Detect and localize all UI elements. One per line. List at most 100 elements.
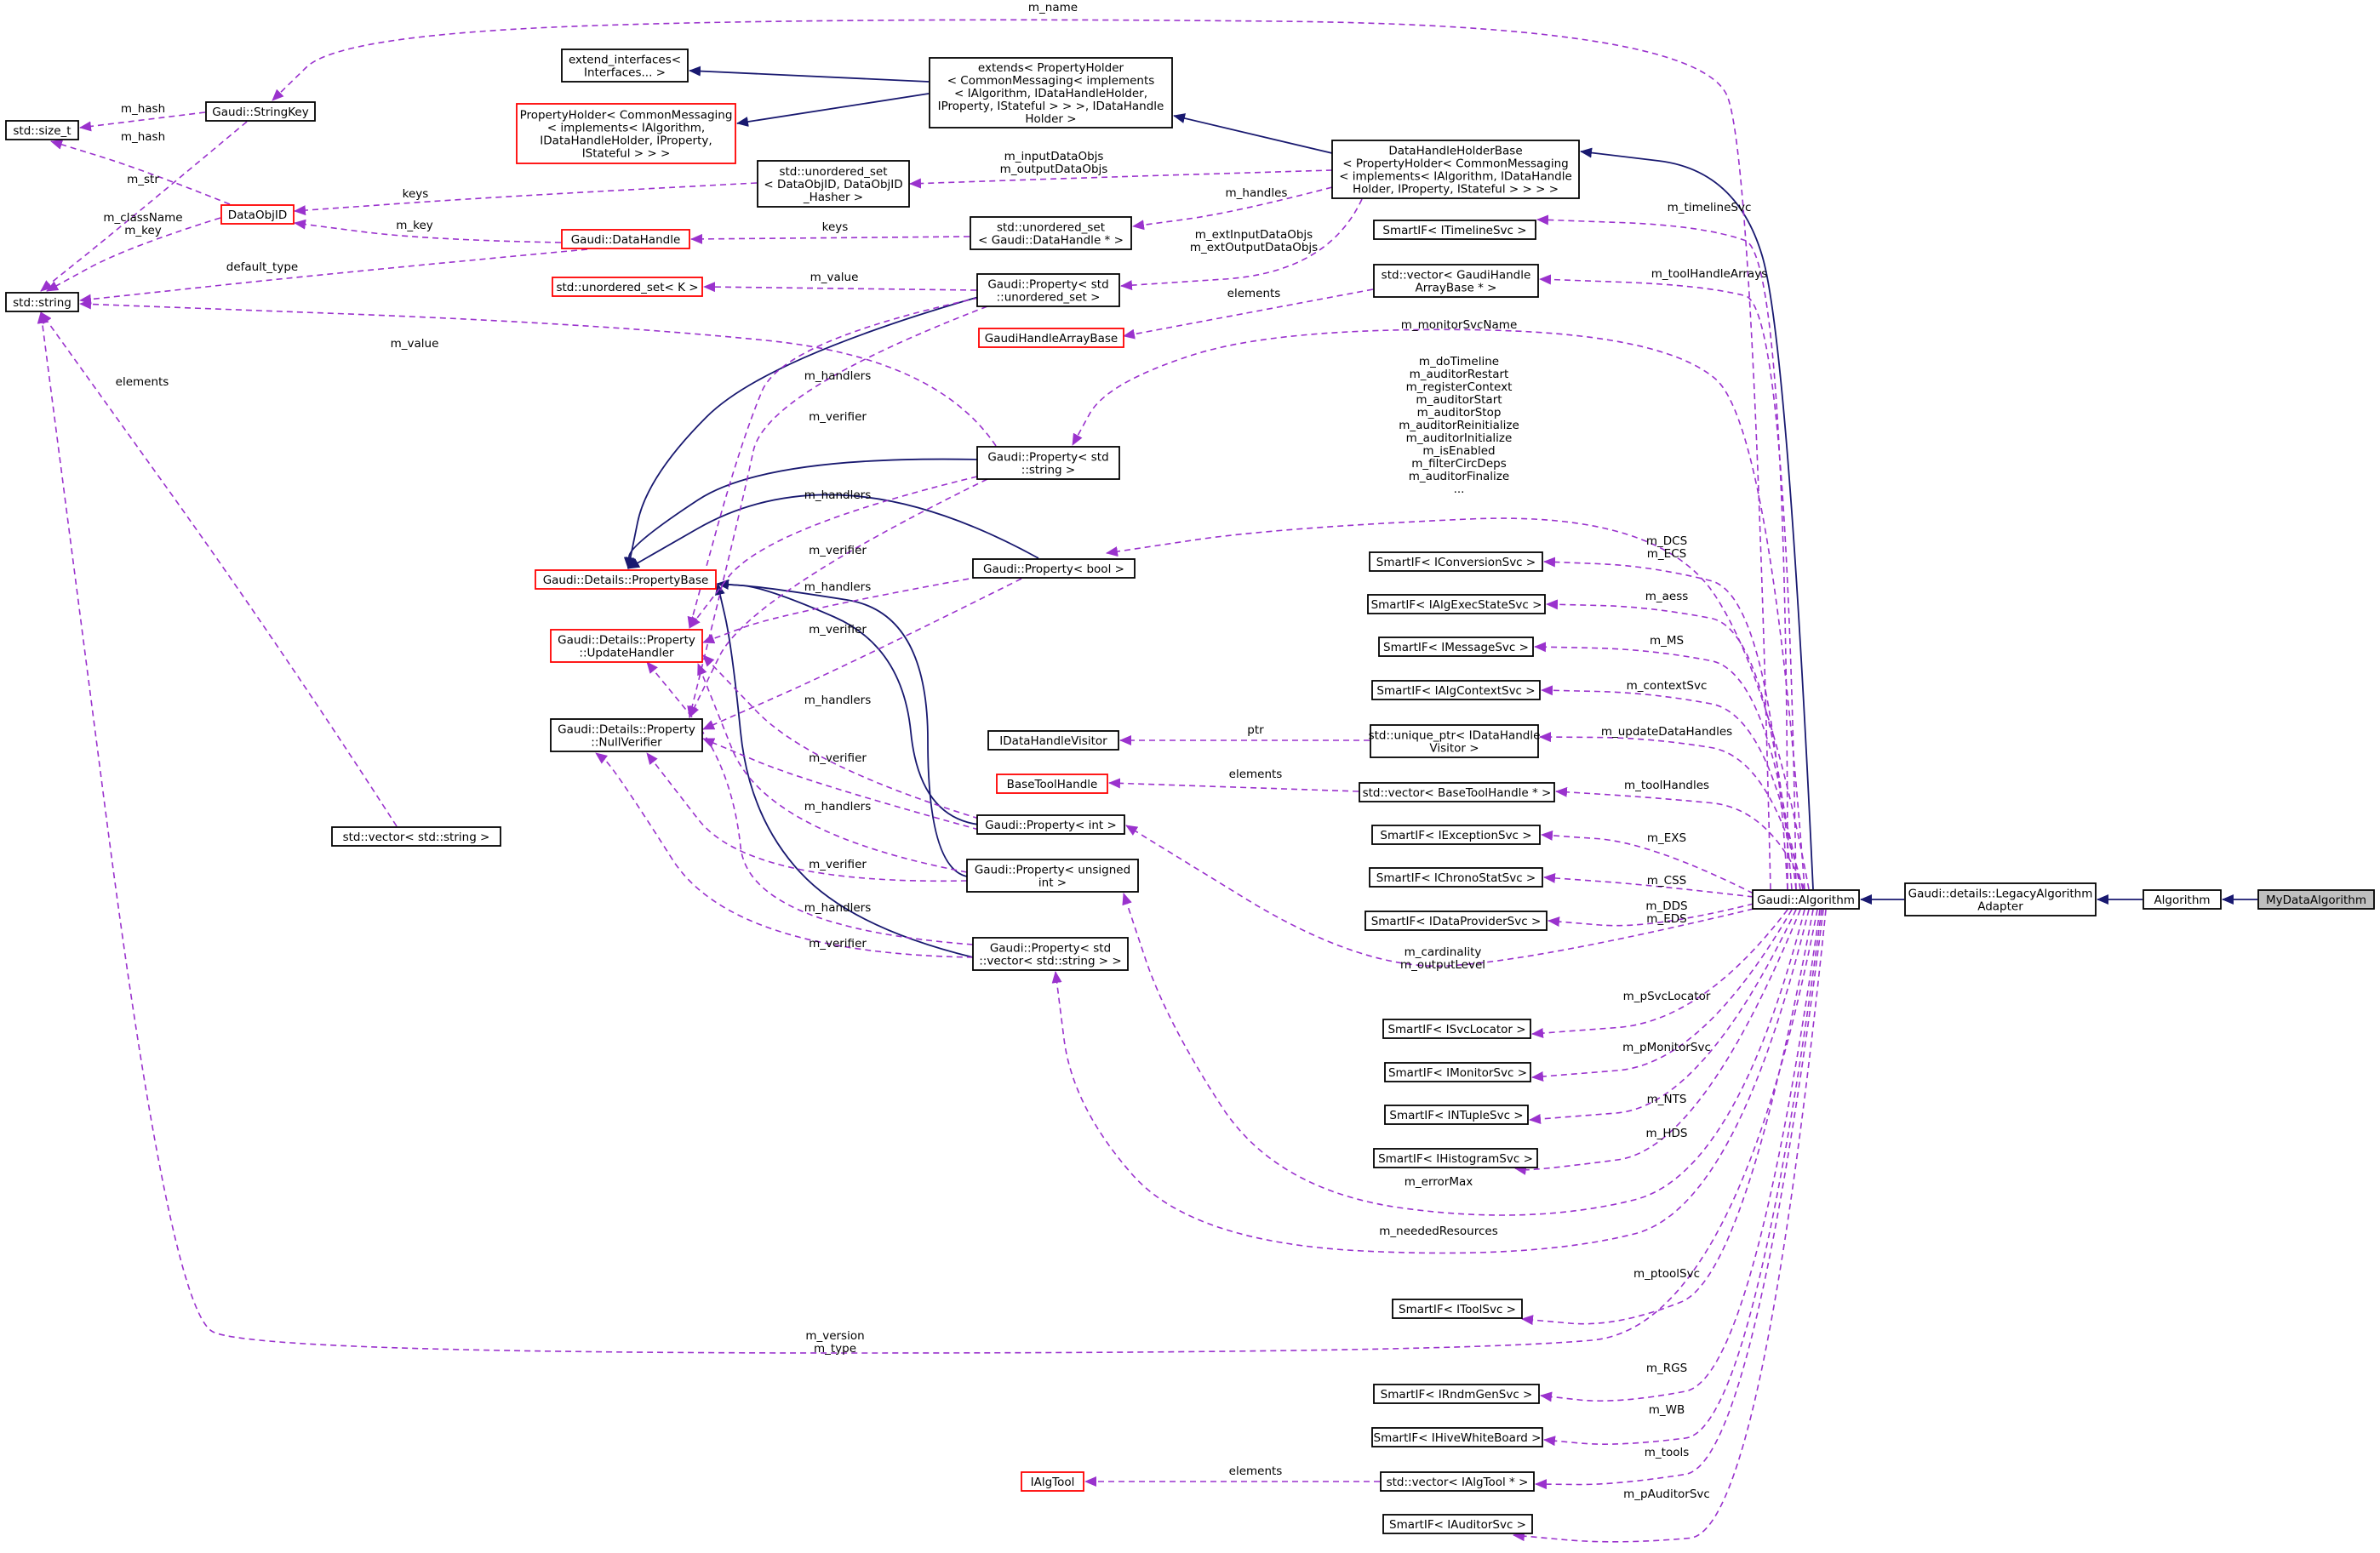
usage-edge-propstring-to-nullverifier [689, 478, 988, 718]
class-node-basetoolhandle[interactable]: BaseToolHandle [996, 774, 1108, 794]
class-node-svcloc[interactable]: SmartIF< ISvcLocator > [1382, 1019, 1531, 1039]
class-node-message[interactable]: SmartIF< IMessageSvc > [1378, 637, 1534, 657]
class-node-extends[interactable]: extends< PropertyHolder< CommonMessaging… [929, 57, 1173, 128]
class-node-usetdh[interactable]: std::unordered_set< Gaudi::DataHandle * … [970, 216, 1132, 250]
class-node-tool[interactable]: SmartIF< IToolSvc > [1392, 1299, 1523, 1319]
edge-label-needed: m_neededResources [1379, 1225, 1497, 1238]
class-node-vecbth[interactable]: std::vector< BaseToolHandle * > [1359, 782, 1555, 802]
edge-label-doi-hash: m_hash [121, 130, 165, 144]
class-node-label: Algorithm [2154, 894, 2210, 907]
class-node-propvecstr[interactable]: Gaudi::Property< std::vector< std::strin… [972, 937, 1129, 971]
class-node-label: GaudiHandleArrayBase [985, 332, 1118, 345]
class-node-label: std::unordered_set< DataObjID, DataObjID… [764, 165, 902, 204]
class-node-label: SmartIF< IDataProviderSvc > [1371, 915, 1542, 928]
class-node-vecalgtool[interactable]: std::vector< IAlgTool * > [1380, 1471, 1535, 1492]
class-node-box [331, 826, 501, 847]
class-node-label: std::unordered_set< K > [556, 281, 698, 294]
edge-label-m-str: m_str [127, 173, 159, 186]
class-node-box [1382, 1019, 1531, 1039]
class-node-useti[interactable]: std::unordered_set< DataObjID, DataObjID… [757, 160, 910, 208]
class-node-mydata[interactable]: MyDataAlgorithm [2257, 889, 2375, 910]
class-node-label: DataHandleHolderBase< PropertyHolder< Co… [1339, 145, 1572, 197]
usage-edge-galg-to-rndm [1540, 909, 1821, 1402]
class-node-galg[interactable]: Gaudi::Algorithm [1752, 889, 1860, 910]
class-node-dhhb[interactable]: DataHandleHolderBase< PropertyHolder< Co… [1331, 140, 1580, 199]
class-node-box [5, 292, 79, 312]
usage-edge-propstring-to-stdstring [79, 299, 997, 447]
class-node-label: SmartIF< IAlgContextSvc > [1376, 684, 1535, 698]
class-node-auditor[interactable]: SmartIF< IAuditorSvc > [1382, 1514, 1533, 1534]
class-node-propholder[interactable]: PropertyHolder< CommonMessaging< impleme… [516, 103, 736, 164]
class-node-propbase[interactable]: Gaudi::Details::PropertyBase [535, 569, 717, 590]
class-node-propstring[interactable]: Gaudi::Property< std::string > [976, 446, 1120, 480]
usage-edge-galg-to-chrono [1543, 872, 1754, 898]
inheritance-edge-galg-to-dhhb [1580, 147, 1814, 890]
usage-edge-propstring-to-updhandler [689, 476, 978, 629]
usage-edge-datahandle-to-dataobjid [294, 219, 562, 243]
edge-label-elements-gh: elements [1227, 287, 1281, 300]
class-node-ialgtool[interactable]: IAlgTool [1021, 1471, 1084, 1492]
class-node-monitor[interactable]: SmartIF< IMonitorSvc > [1384, 1062, 1531, 1082]
class-node-box [1373, 1148, 1538, 1168]
edge-label-elements-bth: elements [1229, 768, 1283, 781]
usage-edge-galg-to-conversion [1543, 557, 1788, 890]
class-node-chrono[interactable]: SmartIF< IChronoStatSvc > [1369, 867, 1543, 888]
class-node-updhandler[interactable]: Gaudi::Details::Property::UpdateHandler [550, 629, 703, 663]
class-node-histo[interactable]: SmartIF< IHistogramSvc > [1373, 1148, 1538, 1168]
usage-edge-galg-to-algctx [1541, 685, 1801, 890]
class-node-dataobjid[interactable]: DataObjID [220, 204, 295, 225]
class-node-box [1382, 1514, 1533, 1534]
class-node-gharraybase[interactable]: GaudiHandleArrayBase [978, 328, 1124, 348]
class-node-algctx[interactable]: SmartIF< IAlgContextSvc > [1371, 680, 1541, 700]
class-node-propbool[interactable]: Gaudi::Property< bool > [972, 558, 1136, 579]
usage-edge-galg-to-vecalgtool [1535, 909, 1824, 1490]
usage-edge-galg-to-uniqueptr [1539, 732, 1804, 890]
class-node-box [550, 718, 703, 752]
class-node-exception[interactable]: SmartIF< IExceptionSvc > [1371, 825, 1541, 845]
class-node-conversion[interactable]: SmartIF< IConversionSvc > [1369, 551, 1543, 572]
edge-label-v1: m_verifier [809, 410, 867, 424]
usage-edge-dhhb-to-useti [909, 169, 1333, 189]
class-node-label: BaseToolHandle [1007, 778, 1098, 791]
class-node-nullverifier[interactable]: Gaudi::Details::Property::NullVerifier [550, 718, 703, 752]
edge-label-exs: m_EXS [1647, 831, 1686, 845]
usage-edge-propuint-to-nullverifier [646, 752, 968, 882]
class-node-sizet[interactable]: std::size_t [5, 120, 79, 140]
class-node-rndm[interactable]: SmartIF< IRndmGenSvc > [1373, 1384, 1540, 1404]
usage-edge-galg-to-tool [1521, 909, 1814, 1326]
class-node-vecstring[interactable]: std::vector< std::string > [331, 826, 501, 847]
class-node-stringkey[interactable]: Gaudi::StringKey [205, 101, 316, 122]
usage-edge-galg-to-stringkey [272, 19, 1771, 890]
class-node-extif[interactable]: extend_interfaces<Interfaces... > [561, 49, 689, 83]
class-node-whiteboard[interactable]: SmartIF< IHiveWhiteBoard > [1371, 1427, 1543, 1447]
class-node-box [1378, 637, 1534, 657]
class-node-dhvisitor[interactable]: IDataHandleVisitor [987, 730, 1119, 751]
class-node-stdstring[interactable]: std::string [5, 292, 79, 312]
class-node-box [1371, 680, 1541, 700]
class-node-label: Gaudi::Algorithm [1757, 894, 1855, 907]
edge-label-ptool: m_ptoolSvc [1633, 1267, 1700, 1281]
edge-label-str-value: m_value [391, 337, 439, 351]
class-node-dataprov[interactable]: SmartIF< IDataProviderSvc > [1364, 911, 1548, 931]
class-node-usetk[interactable]: std::unordered_set< K > [552, 277, 703, 297]
class-node-timeline[interactable]: SmartIF< ITimelineSvc > [1373, 220, 1536, 240]
class-node-label: SmartIF< IMonitorSvc > [1388, 1066, 1527, 1080]
usage-edge-dhhb-to-usetdh [1132, 186, 1333, 231]
class-node-propint[interactable]: Gaudi::Property< int > [976, 814, 1125, 835]
edge-label-default-type: default_type [226, 260, 298, 274]
class-node-propuset[interactable]: Gaudi::Property< std::unordered_set > [976, 273, 1120, 307]
class-node-label: Gaudi::DataHandle [571, 233, 681, 247]
class-node-box [1904, 882, 2097, 916]
class-node-ntuple[interactable]: SmartIF< INTupleSvc > [1384, 1105, 1529, 1125]
usage-edge-stringkey-to-stdstring [40, 121, 248, 292]
class-node-execstate[interactable]: SmartIF< IAlgExecStateSvc > [1367, 594, 1546, 614]
class-node-algorithm[interactable]: Algorithm [2143, 889, 2222, 910]
edge-label-h1: m_handlers [804, 369, 872, 383]
class-node-box [1331, 140, 1580, 199]
class-node-datahandle[interactable]: Gaudi::DataHandle [561, 229, 690, 249]
